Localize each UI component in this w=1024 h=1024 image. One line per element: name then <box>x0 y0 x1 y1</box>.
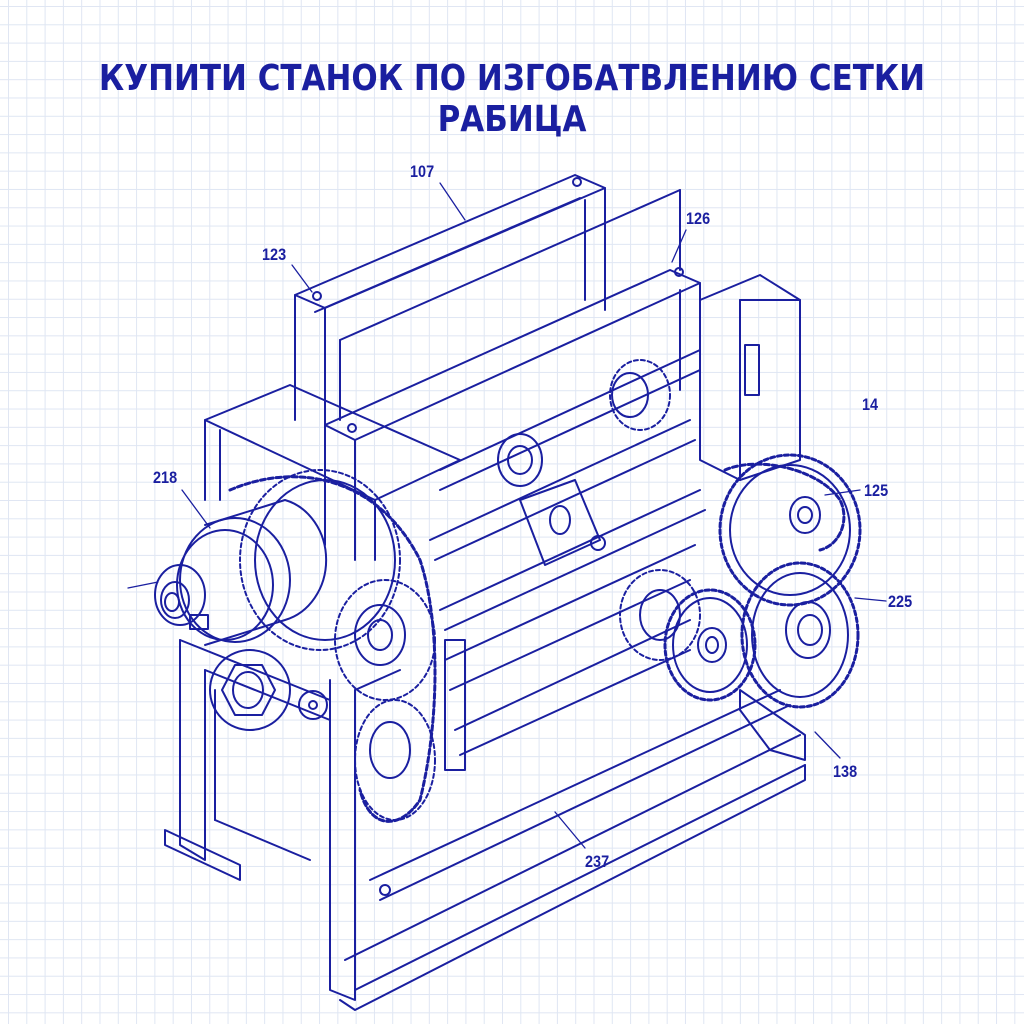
callout-225: 225 <box>888 592 913 611</box>
callout-14: 14 <box>862 395 879 414</box>
right-housing <box>699 274 801 481</box>
callout-107: 107 <box>410 162 435 181</box>
callout-218: 218 <box>153 468 178 487</box>
main-frame <box>164 384 806 1011</box>
center-rollers <box>429 349 706 771</box>
callout-125: 125 <box>864 481 889 500</box>
upper-frame <box>294 174 606 431</box>
leader-lines <box>127 182 887 849</box>
left-sprocket-chain <box>209 469 437 823</box>
callout-237: 237 <box>585 852 610 871</box>
callout-126: 126 <box>686 209 711 228</box>
page-title: КУПИТИ СТАНОК ПО ИЗГОБАТВЛЕНИЮ СЕТКИ РАБ… <box>98 58 926 140</box>
callout-138: 138 <box>833 762 858 781</box>
right-gears <box>609 359 862 709</box>
motor <box>154 499 328 646</box>
callout-123: 123 <box>262 245 287 264</box>
